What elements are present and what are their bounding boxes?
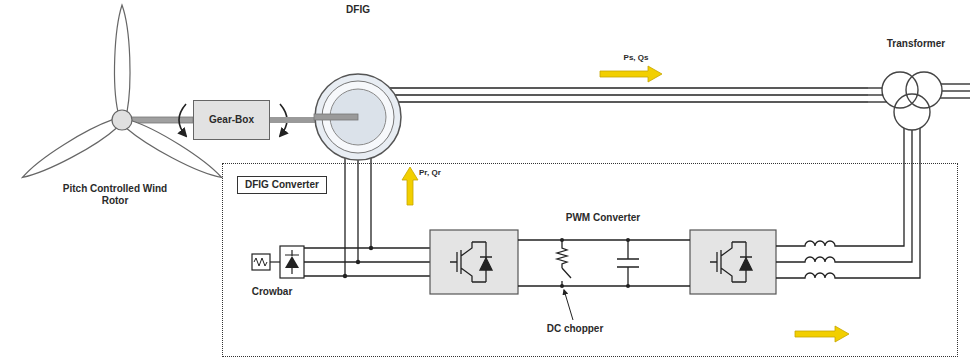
grid-wire — [940, 97, 970, 98]
generator-circle: DFIG — [314, 4, 402, 161]
diode-symbol — [285, 256, 299, 268]
igbt-symbol — [710, 242, 752, 282]
diode-symbol — [480, 258, 492, 270]
gearbox-box: Gear-Box — [193, 100, 270, 140]
diode-bridge — [280, 246, 304, 278]
rotor-shaft — [130, 117, 193, 123]
transformer-symbol — [868, 38, 964, 138]
capacitor-symbol — [617, 240, 639, 286]
leader-line — [564, 290, 573, 320]
stator-wire — [868, 87, 882, 88]
grid-wire — [776, 130, 912, 262]
converter-box — [690, 230, 776, 294]
rotor-wire — [357, 160, 358, 262]
grid-wire — [776, 128, 920, 278]
generator-stator — [315, 74, 401, 160]
power-arrow — [402, 167, 418, 205]
generator-circle — [314, 4, 402, 161]
transformer-winding — [906, 72, 942, 108]
rotor-wire — [304, 247, 430, 248]
crowbar-wire — [270, 261, 280, 262]
node-text: Transformer — [868, 38, 964, 50]
dc-link — [518, 240, 690, 286]
igbt-symbol — [450, 242, 752, 282]
rotor-blade — [115, 5, 130, 112]
junction-dot — [369, 246, 373, 250]
rotation-arrow — [179, 104, 186, 136]
crowbar-label: Crowbar — [237, 286, 307, 298]
crowbar-resistor — [252, 254, 270, 270]
wind-rotor — [18, 5, 225, 184]
transformer-symbol: Transformer — [868, 38, 964, 138]
igbt-symbol — [450, 242, 492, 282]
node-text: DFIG — [314, 4, 402, 16]
node-text: DFIG Converter — [237, 176, 327, 194]
converter-box — [430, 230, 518, 294]
transformer-winding — [894, 94, 930, 130]
power-arrow — [600, 66, 662, 82]
grid-wire — [941, 83, 970, 84]
rotor-wire — [304, 261, 430, 262]
chopper-symbol — [557, 240, 571, 286]
stator-wire — [398, 101, 868, 102]
crowbar-symbol — [252, 246, 304, 278]
rotor-wire — [370, 158, 371, 248]
power-label: Ps, Qs — [606, 53, 666, 63]
power-label: Pr, Qr — [419, 168, 459, 178]
stator-wire — [390, 87, 868, 88]
diode-symbol — [740, 258, 752, 270]
junction-dot — [356, 260, 360, 264]
diode-symbol — [285, 250, 299, 274]
junction-dot — [560, 284, 564, 288]
junction-dot — [626, 284, 630, 288]
rotor-blade — [18, 117, 118, 184]
converter-label: PWM Converter — [548, 212, 658, 224]
rotor-wire — [304, 275, 430, 276]
grid-filter — [776, 128, 920, 278]
rotor-wire — [344, 158, 345, 276]
dc-bus — [518, 240, 690, 286]
grid-wire — [942, 90, 970, 91]
generator-shaft — [314, 114, 358, 120]
connector — [395, 94, 868, 95]
stator-wire — [868, 94, 883, 95]
junction-dot — [626, 238, 630, 242]
node-text: Gear-Box — [209, 114, 254, 126]
junction-dot — [343, 274, 347, 278]
power-arrow — [795, 326, 849, 342]
junction-dot — [560, 238, 564, 242]
rotor-label: Pitch Controlled Wind Rotor — [60, 183, 170, 207]
transformer-winding — [882, 72, 918, 108]
resistor-symbol — [254, 258, 267, 266]
grid-wire — [776, 128, 904, 246]
rotor-hub — [112, 110, 132, 130]
stator-wire — [868, 101, 887, 102]
chopper-label: DC chopper — [520, 323, 630, 335]
